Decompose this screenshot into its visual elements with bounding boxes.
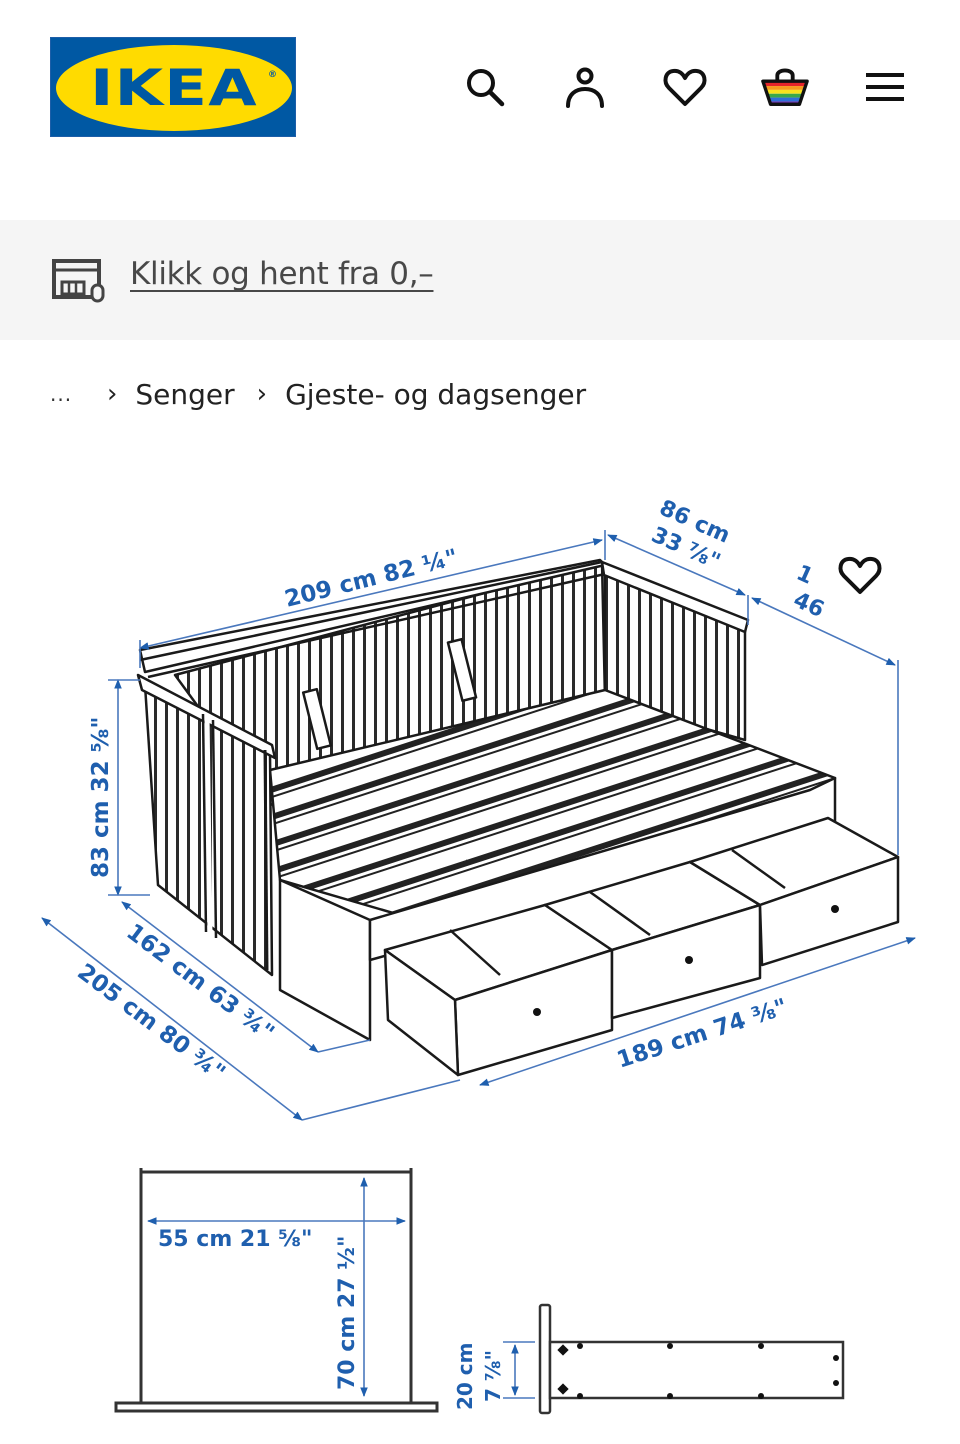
- heart-icon: [663, 68, 707, 106]
- shopping-bag-icon: [761, 68, 809, 106]
- search-icon: [467, 69, 505, 107]
- product-dimension-image[interactable]: 209 cm 82 ¼" 86 cm 33 ⅞" 1 46 83 cm 32 ⅝…: [0, 440, 960, 1444]
- breadcrumb-ellipsis[interactable]: ...: [50, 382, 73, 406]
- daybed-line-drawing: 209 cm 82 ¼" 86 cm 33 ⅞" 1 46 83 cm 32 ⅝…: [41, 496, 916, 1415]
- heart-icon: [838, 556, 882, 594]
- logo-text: IKEA: [90, 59, 258, 117]
- menu-button[interactable]: [860, 62, 910, 112]
- dim-drawer-height-cm: 20 cm: [453, 1343, 477, 1411]
- dim-extended-cm: 1: [793, 561, 817, 590]
- user-icon: [566, 67, 604, 108]
- logo-registered-mark: ®: [268, 70, 277, 80]
- click-and-collect-link[interactable]: Klikk og hent fra 0,–: [130, 256, 434, 292]
- account-button[interactable]: [560, 62, 610, 112]
- breadcrumb-senger[interactable]: Senger: [135, 377, 235, 411]
- shopping-bag-button[interactable]: [760, 62, 810, 112]
- dim-height: 83 cm 32 ⅝": [88, 717, 114, 878]
- dim-drawer-height-in: 7 ⅞": [481, 1350, 505, 1402]
- dim-mattress-length: 70 cm 27 ½": [335, 1236, 360, 1390]
- favourites-button[interactable]: [660, 62, 710, 112]
- add-to-favourites-button[interactable]: [834, 550, 886, 600]
- breadcrumb-chevron-icon: ›: [107, 379, 118, 409]
- logo-oval: [56, 45, 292, 131]
- breadcrumb-chevron-icon: ›: [256, 379, 268, 409]
- search-button[interactable]: [460, 62, 510, 112]
- click-and-collect-store-icon: [52, 259, 105, 303]
- ikea-logo[interactable]: IKEA ®: [50, 37, 296, 137]
- site-header: IKEA ®: [0, 0, 960, 220]
- dim-mattress-width: 55 cm 21 ⅝": [158, 1227, 312, 1252]
- menu-icon: [866, 73, 904, 101]
- breadcrumb-gjeste-og-dagsenger[interactable]: Gjeste- og dagsenger: [285, 377, 587, 411]
- breadcrumb: ... › Senger › Gjeste- og dagsenger: [50, 372, 608, 416]
- click-and-collect-banner: [0, 220, 960, 340]
